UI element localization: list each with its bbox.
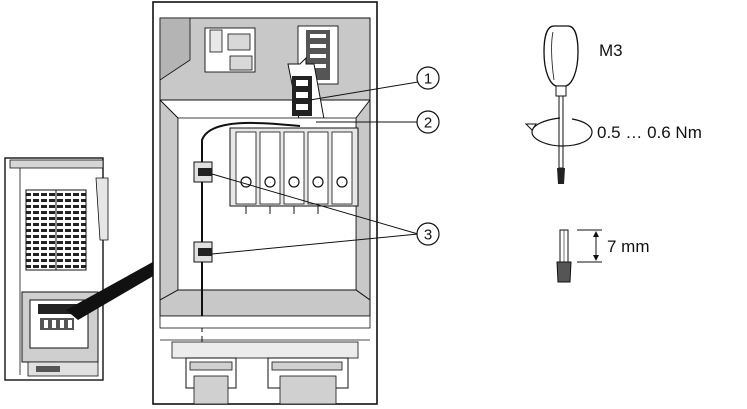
callout-3-label: 3 xyxy=(424,227,432,244)
device-overview xyxy=(4,157,160,381)
cable-gland-right xyxy=(267,357,349,405)
rotation-arrow-icon xyxy=(524,117,593,147)
callout-1-label: 1 xyxy=(424,71,432,88)
callout-1: 1 xyxy=(309,66,440,101)
cable-clamp-upper xyxy=(193,161,213,183)
callout-3: 3 xyxy=(211,173,440,255)
cable-gland-left xyxy=(185,357,237,405)
cable-clamp-lower xyxy=(193,241,213,263)
callout-2-label: 2 xyxy=(424,115,432,132)
cabinet-detail xyxy=(152,1,378,405)
screw-size-label: M3 xyxy=(599,41,623,60)
callout-2: 2 xyxy=(316,110,440,134)
strip-length-dimension xyxy=(577,229,602,263)
wire-ferrule-icon xyxy=(556,229,572,283)
torque-label: 0.5 … 0.6 Nm xyxy=(597,123,702,142)
screwdriver-icon xyxy=(543,25,579,184)
strip-length-label: 7 mm xyxy=(607,237,650,256)
terminal-block-row xyxy=(229,127,359,214)
